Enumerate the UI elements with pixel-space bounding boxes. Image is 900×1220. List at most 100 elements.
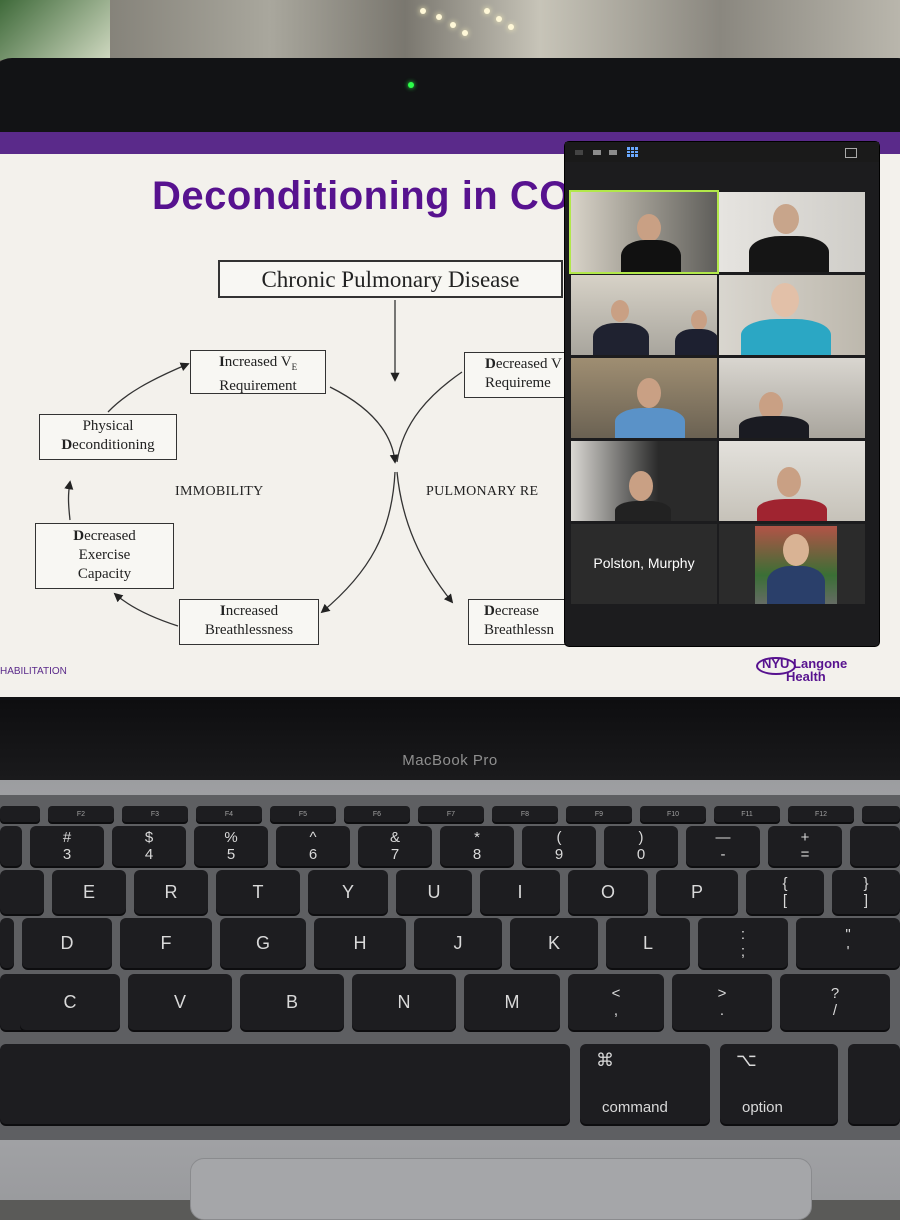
speaker-view-icon[interactable] [609, 150, 617, 155]
key-l[interactable]: L [606, 918, 690, 968]
minimize-icon[interactable] [593, 150, 601, 155]
ceiling-light [436, 14, 442, 20]
fn-key[interactable] [0, 806, 40, 822]
key-t[interactable]: T [216, 870, 300, 914]
option-icon: ⌥ [736, 1050, 757, 1070]
space-bar[interactable] [0, 1044, 570, 1124]
gallery-view-icon[interactable] [627, 147, 638, 157]
key-6[interactable]: ^6 [276, 826, 350, 866]
key-r[interactable]: R [134, 870, 208, 914]
option-label: option [742, 1099, 783, 1116]
key-f[interactable]: F [120, 918, 212, 968]
key-5[interactable]: %5 [194, 826, 268, 866]
key-d[interactable]: D [22, 918, 112, 968]
fn-key[interactable]: F4 [196, 806, 262, 822]
key-close-bracket[interactable]: }] [832, 870, 900, 914]
option-key[interactable]: ⌥ option [720, 1044, 838, 1124]
key-3[interactable]: #3 [30, 826, 104, 866]
key-equals[interactable]: += [768, 826, 842, 866]
video-toolbar [565, 142, 879, 162]
logo-line-2: Health [786, 669, 826, 684]
cycle-arrow [396, 371, 463, 463]
participant-video[interactable] [719, 441, 865, 521]
ceiling-light [496, 16, 502, 22]
key-7[interactable]: &7 [358, 826, 432, 866]
command-label: command [602, 1099, 668, 1116]
participant-video[interactable] [571, 358, 717, 438]
fn-key[interactable]: F7 [418, 806, 484, 822]
key-y[interactable]: Y [308, 870, 388, 914]
key-o[interactable]: O [568, 870, 648, 914]
key-h[interactable]: H [314, 918, 406, 968]
fn-key[interactable]: F5 [270, 806, 336, 822]
participant-video[interactable] [571, 275, 717, 355]
key-p[interactable]: P [656, 870, 738, 914]
trackpad[interactable] [190, 1158, 812, 1220]
key-j[interactable]: J [414, 918, 502, 968]
nyu-langone-logo: NYU Langone Health [756, 657, 847, 684]
key-period[interactable]: >. [672, 974, 772, 1030]
chronic-pulmonary-disease-box: Chronic Pulmonary Disease [218, 260, 563, 298]
key-i[interactable]: I [480, 870, 560, 914]
fn-key[interactable]: F10 [640, 806, 706, 822]
key-u[interactable]: U [396, 870, 472, 914]
key-8[interactable]: *8 [440, 826, 514, 866]
command-icon: ⌘ [596, 1050, 614, 1070]
key-minus[interactable]: —- [686, 826, 760, 866]
key-s[interactable] [0, 918, 14, 968]
key-e[interactable]: E [52, 870, 126, 914]
arrow-left-key[interactable] [848, 1044, 900, 1124]
slide-title: Deconditioning in CO [152, 174, 571, 218]
fn-key[interactable]: F9 [566, 806, 632, 822]
key[interactable] [0, 826, 22, 866]
decreased-ve-box: Decreased V Requireme [464, 352, 584, 398]
power-key[interactable] [862, 806, 900, 822]
key-v[interactable]: V [128, 974, 232, 1030]
ceiling-light [508, 24, 514, 30]
participant-video[interactable] [571, 441, 717, 521]
cycle-arrow [396, 471, 454, 604]
increased-ve-box: Increased VE Requirement [190, 350, 326, 394]
participant-name-tile[interactable]: Polston, Murphy [571, 524, 717, 604]
key-w[interactable] [0, 870, 44, 914]
fn-key[interactable]: F3 [122, 806, 188, 822]
participant-name: Polston, Murphy [593, 555, 695, 571]
key-slash[interactable]: ?/ [780, 974, 890, 1030]
cycle-diagram [64, 300, 463, 627]
participant-video[interactable] [719, 524, 865, 604]
cycle-arrow [113, 592, 179, 627]
fn-key[interactable]: F11 [714, 806, 780, 822]
decreased-exercise-capacity-box: Decreased Exercise Capacity [35, 523, 174, 589]
key-n[interactable]: N [352, 974, 456, 1030]
key-comma[interactable]: <, [568, 974, 664, 1030]
key-9[interactable]: (9 [522, 826, 596, 866]
participant-video[interactable] [719, 275, 865, 355]
key-4[interactable]: $4 [112, 826, 186, 866]
cycle-arrow [64, 480, 74, 521]
key-semicolon[interactable]: :; [698, 918, 788, 968]
window-control-icon[interactable] [575, 150, 583, 155]
key-c[interactable]: C [20, 974, 120, 1030]
ceiling-light [450, 22, 456, 28]
expand-icon[interactable] [845, 148, 857, 158]
pulmonary-rehab-label: PULMONARY RE [426, 484, 539, 499]
key-g[interactable]: G [220, 918, 306, 968]
fn-key[interactable]: F12 [788, 806, 854, 822]
camera-indicator [408, 82, 414, 88]
participant-video[interactable] [719, 192, 865, 272]
key-0[interactable]: )0 [604, 826, 678, 866]
command-key[interactable]: ⌘ command [580, 1044, 710, 1124]
participant-video[interactable] [719, 358, 865, 438]
key-b[interactable]: B [240, 974, 344, 1030]
key-m[interactable]: M [464, 974, 560, 1030]
key-quote[interactable]: "' [796, 918, 900, 968]
participant-video[interactable] [569, 190, 719, 274]
fn-key[interactable]: F8 [492, 806, 558, 822]
fn-key[interactable]: F6 [344, 806, 410, 822]
ceiling-light [484, 8, 490, 14]
key-k[interactable]: K [510, 918, 598, 968]
key-open-bracket[interactable]: {[ [746, 870, 824, 914]
fn-key[interactable]: F2 [48, 806, 114, 822]
cycle-arrow [107, 362, 190, 413]
delete-key[interactable] [850, 826, 900, 866]
